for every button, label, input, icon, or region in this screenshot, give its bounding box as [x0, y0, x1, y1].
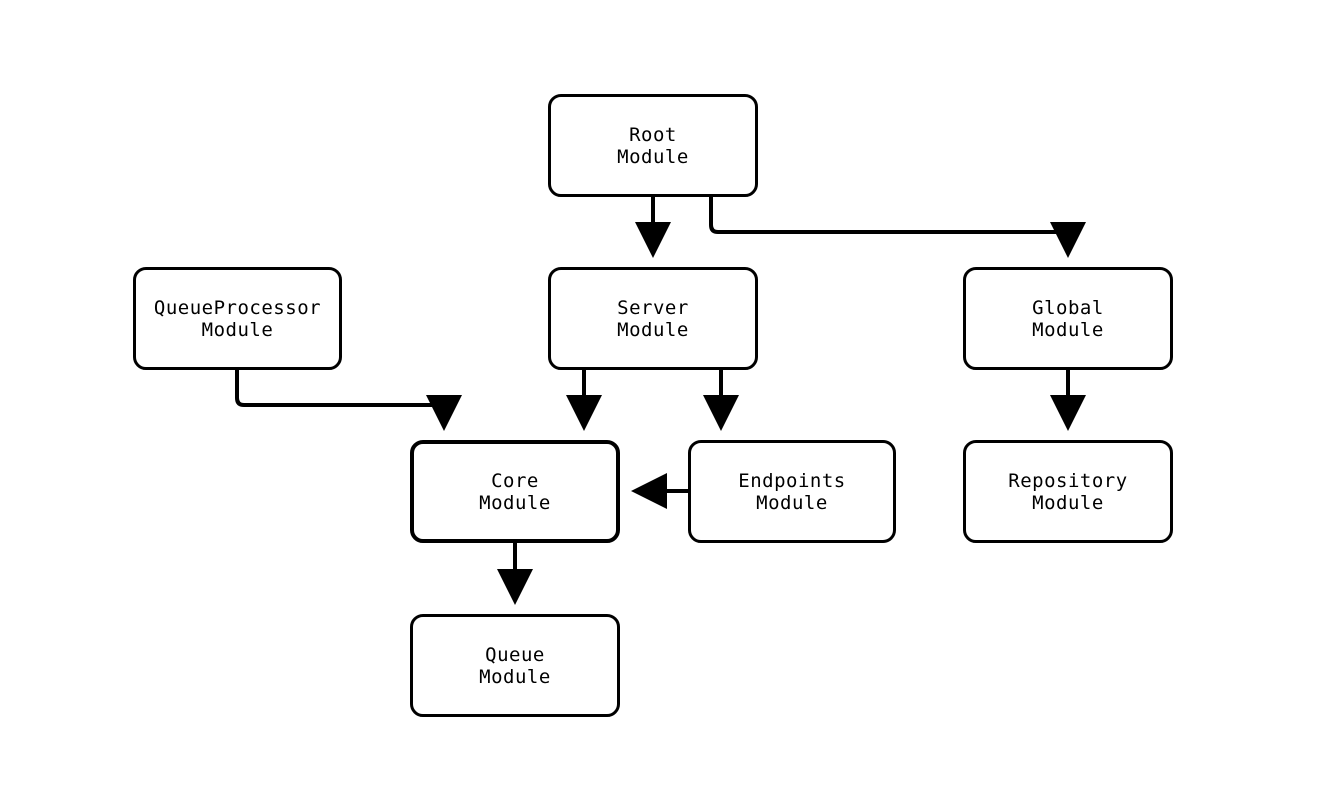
- node-queueprocessor-module[interactable]: QueueProcessor Module: [133, 267, 342, 370]
- node-server-module[interactable]: Server Module: [548, 267, 758, 370]
- node-label-line-1: Global: [1032, 296, 1104, 319]
- node-label-line-1: Queue: [485, 643, 545, 666]
- node-label-line-1: QueueProcessor: [153, 296, 322, 319]
- node-label-line-2: Module: [756, 491, 828, 514]
- node-label-line-2: Module: [479, 665, 551, 688]
- node-root-module[interactable]: Root Module: [548, 94, 758, 197]
- node-label-line-2: Module: [1032, 318, 1104, 341]
- node-label-line-2: Module: [617, 318, 689, 341]
- edge-queueprocessor-to-core: [235, 370, 462, 431]
- node-label-line-1: Server: [617, 296, 689, 319]
- node-label-line-1: Endpoints: [738, 469, 846, 492]
- node-label-line-2: Module: [201, 318, 274, 341]
- node-global-module[interactable]: Global Module: [963, 267, 1173, 370]
- node-label-line-1: Core: [491, 469, 539, 492]
- node-core-module[interactable]: Core Module: [410, 440, 620, 543]
- node-label-line-1: Root: [629, 123, 677, 146]
- node-repository-module[interactable]: Repository Module: [963, 440, 1173, 543]
- node-label-line-2: Module: [617, 145, 689, 168]
- node-label-line-2: Module: [479, 491, 551, 514]
- node-label-line-2: Module: [1032, 491, 1104, 514]
- node-endpoints-module[interactable]: Endpoints Module: [688, 440, 896, 543]
- edge-root-to-global: [709, 197, 1086, 258]
- node-label-line-1: Repository: [1008, 469, 1128, 492]
- node-queue-module[interactable]: Queue Module: [410, 614, 620, 717]
